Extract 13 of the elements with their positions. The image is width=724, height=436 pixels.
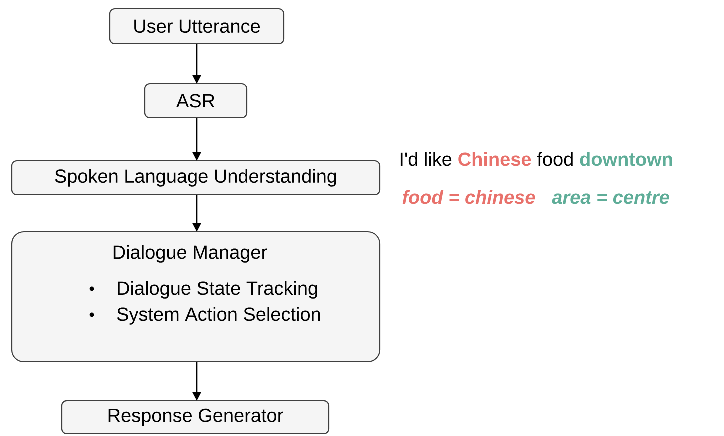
- annotation-text: Chinese: [458, 152, 532, 166]
- annotation-text: food: [537, 152, 573, 166]
- bullet-item: Dialogue State Tracking: [118, 281, 318, 299]
- process-box: Spoken Language Understanding: [11, 160, 381, 196]
- annotation-text: food = chinese: [402, 190, 536, 204]
- bullet-item: System Action Selection: [117, 307, 320, 325]
- process-box: ASR: [144, 83, 248, 119]
- annotation-text: downtown: [580, 152, 672, 166]
- annotation-text: I'd like: [400, 152, 452, 166]
- process-box: Response Generator: [61, 400, 330, 435]
- annotation-text: area = centre: [552, 192, 670, 204]
- box-heading: Dialogue Manager: [114, 245, 268, 263]
- process-box: User Utterance: [109, 8, 285, 45]
